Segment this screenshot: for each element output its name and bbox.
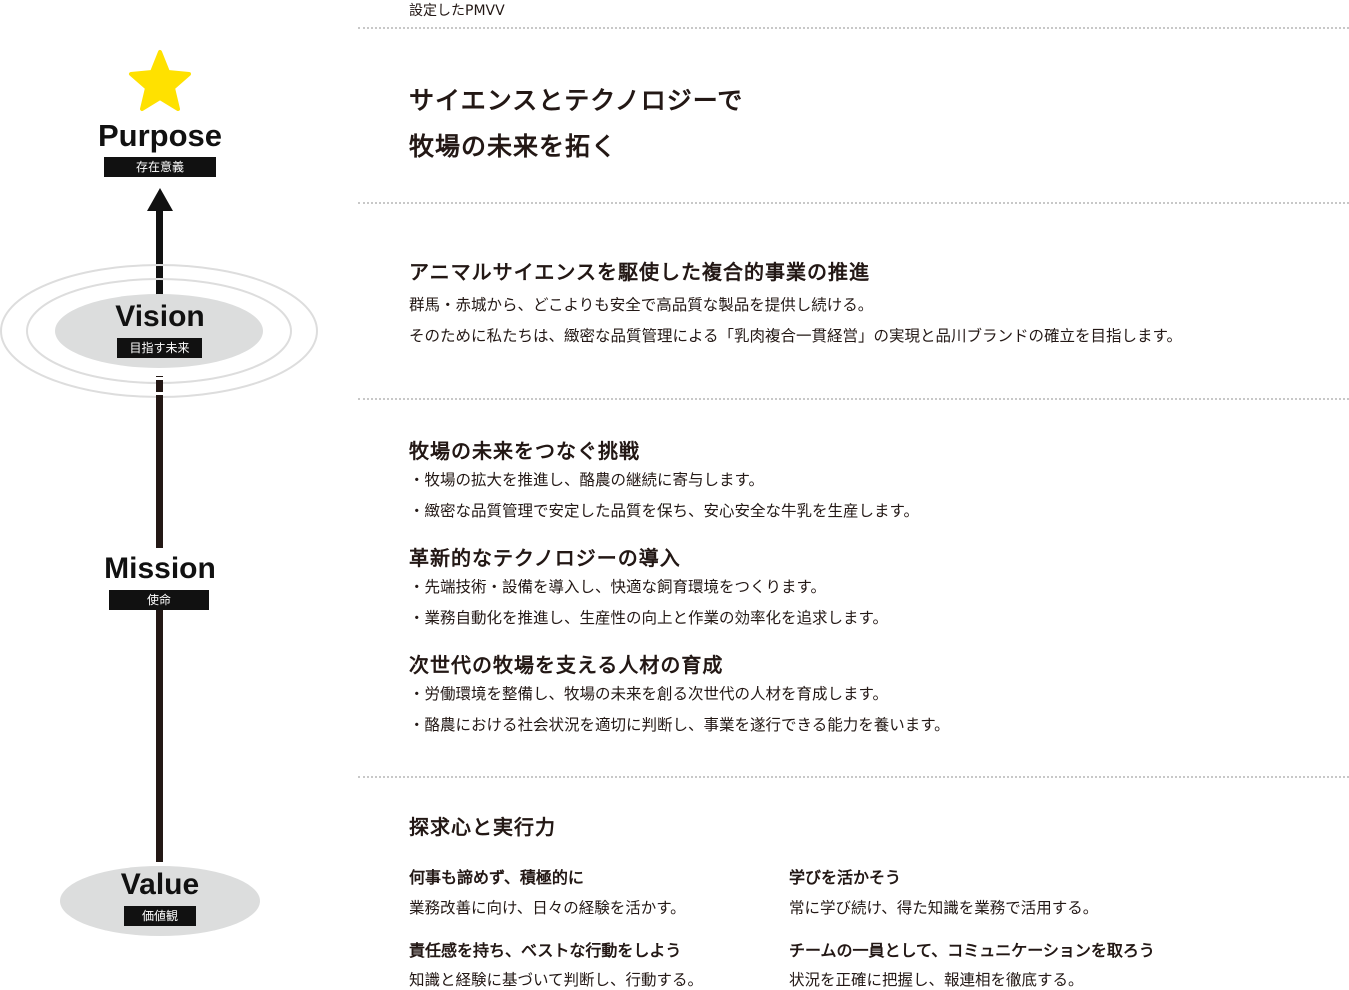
value-sub-tag: 価値観 bbox=[124, 906, 196, 926]
value-item-text: 知識と経験に基づいて判断し、行動する。 bbox=[409, 971, 704, 989]
mission-heading: 次世代の牧場を支える人材の育成 bbox=[409, 653, 724, 677]
mission-text: ・牧場の拡大を推進し、酪農の継続に寄与します。・緻密な品質管理で安定した品質を保… bbox=[409, 471, 919, 520]
purpose-sub-tag: 存在意義 bbox=[104, 157, 216, 177]
value-item-heading: チームの一員として、コミュニケーションを取ろう bbox=[789, 941, 1155, 960]
purpose-label: Purpose bbox=[97, 118, 223, 153]
value-item-heading: 責任感を持ち、ベストな行動をしよう bbox=[409, 941, 682, 960]
vision-heading: アニマルサイエンスを駆使した複合的事業の推進 bbox=[409, 260, 870, 284]
value-item-text: 常に学び続け、得た知識を業務で活用する。 bbox=[789, 899, 1099, 917]
divider bbox=[358, 398, 1349, 400]
purpose-statement: サイエンスとテクノロジーで 牧場の未来を拓く bbox=[409, 78, 743, 170]
value-heading: 探求心と実行力 bbox=[409, 815, 556, 839]
mission-label: Mission bbox=[104, 552, 216, 585]
mission-text: ・先端技術・設備を導入し、快適な飼育環境をつくります。・業務自動化を推進し、生産… bbox=[409, 578, 888, 627]
value-item-heading: 学びを活かそう bbox=[789, 868, 902, 887]
star-icon bbox=[129, 50, 191, 111]
divider bbox=[358, 776, 1349, 778]
vision-line: 群馬・赤城から、どこよりも安全で高品質な製品を提供し続ける。 bbox=[409, 296, 874, 314]
arrow-shaft bbox=[156, 208, 163, 298]
vision-sub-tag: 目指す未来 bbox=[117, 338, 202, 358]
value-item-text: 状況を正確に把握し、報連相を徹底する。 bbox=[789, 971, 1084, 989]
vision-line: そのために私たちは、緻密な品質管理による「乳肉複合一貫経営」の実現と品川ブランド… bbox=[409, 327, 1182, 345]
mission-heading: 牧場の未来をつなぐ挑戦 bbox=[409, 439, 640, 463]
purpose-line: サイエンスとテクノロジーで bbox=[409, 86, 744, 115]
vision-ellipse bbox=[55, 294, 263, 368]
value-item-heading: 何事も諦めず、積極的に bbox=[409, 868, 584, 887]
value-label: Value bbox=[120, 868, 200, 901]
mission-heading: 革新的なテクノロジーの導入 bbox=[409, 546, 681, 570]
purpose-line: 牧場の未来を拓く bbox=[409, 132, 618, 161]
value-item-text: 業務改善に向け、日々の経験を活かす。 bbox=[409, 899, 686, 917]
mission-sub-tag: 使命 bbox=[109, 590, 209, 610]
divider bbox=[358, 27, 1349, 29]
mission-line bbox=[156, 376, 163, 862]
arrow-head bbox=[147, 188, 173, 211]
mission-label-bg bbox=[92, 548, 230, 590]
vision-text: 群馬・赤城から、どこよりも安全で高品質な製品を提供し続ける。 そのために私たちは… bbox=[409, 290, 1182, 352]
divider bbox=[358, 202, 1349, 204]
pmvv-diagram bbox=[0, 50, 318, 936]
vision-label: Vision bbox=[115, 300, 205, 333]
section-header: 設定したPMVV bbox=[409, 3, 505, 19]
mission-text: ・労働環境を整備し、牧場の未来を創る次世代の人材を育成します。・酪農における社会… bbox=[409, 685, 950, 734]
value-ellipse bbox=[60, 866, 260, 936]
